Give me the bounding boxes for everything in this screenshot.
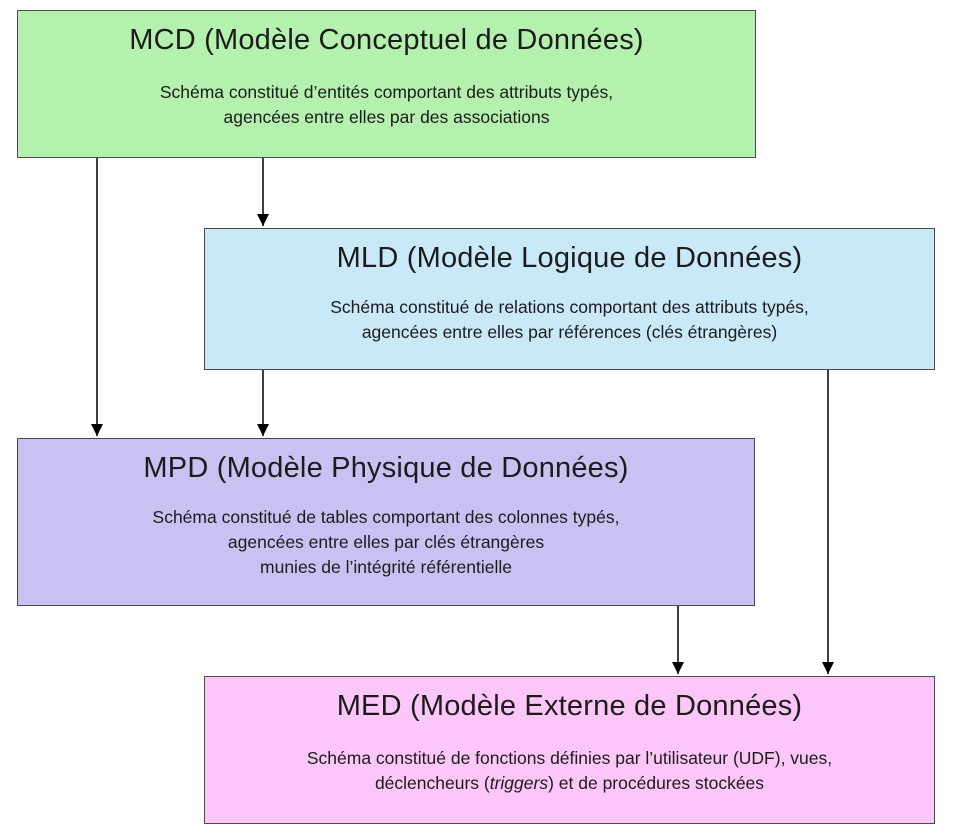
box-med-description: Schéma constitué de fonctions définies p… xyxy=(205,746,934,796)
box-med: MED (Modèle Externe de Données) Schéma c… xyxy=(204,676,935,824)
triggers-italic-word: triggers xyxy=(489,773,549,793)
box-mld-desc-line1: Schéma constitué de relations comportant… xyxy=(330,297,809,317)
box-mpd-title: MPD (Modèle Physique de Données) xyxy=(143,452,629,484)
box-med-desc-line1: Schéma constitué de fonctions définies p… xyxy=(306,748,833,768)
box-mcd-desc-line1: Schéma constitué d’entités comportant de… xyxy=(159,82,614,102)
box-mcd: MCD (Modèle Conceptuel de Données) Schém… xyxy=(17,10,756,158)
box-mcd-desc-line2: agencées entre elles par des association… xyxy=(223,107,550,127)
box-mpd-desc-line2: agencées entre elles par clés étrangères xyxy=(227,532,545,552)
box-mcd-title: MCD (Modèle Conceptuel de Données) xyxy=(129,24,644,56)
box-med-desc-line2-post: ) et de procédures stockées xyxy=(548,773,765,793)
box-mpd-description: Schéma constitué de tables comportant de… xyxy=(18,505,754,580)
box-mld-title: MLD (Modèle Logique de Données) xyxy=(336,242,803,274)
box-mpd: MPD (Modèle Physique de Données) Schéma … xyxy=(17,438,755,606)
box-mpd-desc-line1: Schéma constitué de tables comportant de… xyxy=(152,507,620,527)
box-med-title: MED (Modèle Externe de Données) xyxy=(336,690,803,722)
box-med-desc-line2-pre: déclencheurs ( xyxy=(374,773,490,793)
box-mcd-description: Schéma constitué d’entités comportant de… xyxy=(18,80,755,130)
box-mpd-desc-line3: munies de l’intégrité référentielle xyxy=(260,557,512,577)
box-med-desc-line2: déclencheurs (triggers) et de procédures… xyxy=(205,771,934,796)
box-mld: MLD (Modèle Logique de Données) Schéma c… xyxy=(204,228,935,370)
box-mld-desc-line2: agencées entre elles par références (clé… xyxy=(361,322,778,342)
box-mld-description: Schéma constitué de relations comportant… xyxy=(205,295,934,345)
